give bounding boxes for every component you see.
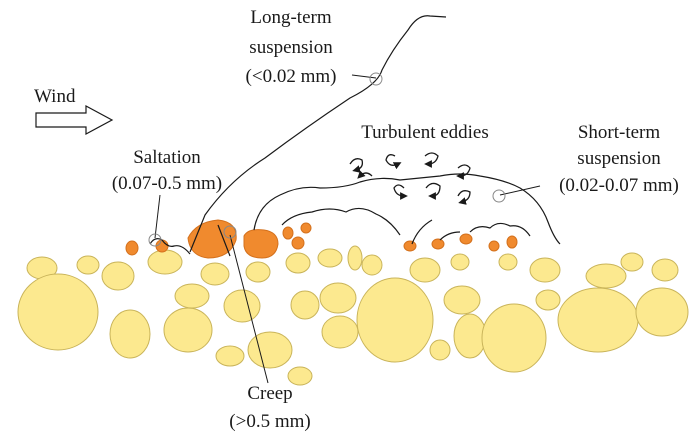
bed-grain — [636, 288, 688, 336]
short-term-suspension-path-outer — [254, 174, 560, 244]
bed-grain — [558, 288, 638, 352]
hop-path — [412, 220, 432, 244]
bed-grain — [348, 246, 362, 270]
saltating-grain — [292, 237, 304, 249]
bed-grain — [454, 314, 486, 358]
hop-path — [440, 232, 460, 240]
bed-grain — [322, 316, 358, 348]
bed-grain — [18, 274, 98, 350]
saltating-grain — [156, 240, 168, 252]
saltation-label-line1: Saltation — [102, 146, 232, 169]
bed-grain — [430, 340, 450, 360]
short-term-label-line2: suspension — [540, 147, 698, 170]
eddy-arrows — [350, 153, 470, 202]
eddy-icon — [394, 185, 404, 196]
short-term-suspension-path-inner — [282, 208, 400, 235]
callout-saltation — [155, 195, 160, 238]
eddy-icon — [360, 173, 372, 176]
bed-grain — [482, 304, 546, 372]
eddy-icon — [350, 159, 362, 170]
long-term-label-line2: suspension — [221, 36, 361, 59]
creep-grain — [244, 230, 278, 258]
bed-grain — [499, 254, 517, 270]
wind-label: Wind — [34, 85, 75, 108]
creep-label-line1: Creep — [210, 382, 330, 405]
saltating-grain — [507, 236, 517, 248]
bed-grain — [586, 264, 626, 288]
saltation-label-line2: (0.07-0.5 mm) — [102, 172, 232, 195]
bed-grain — [357, 278, 433, 362]
bed-grain — [286, 253, 310, 273]
eddy-icon — [426, 183, 440, 196]
turbulent-eddies-label: Turbulent eddies — [330, 121, 520, 144]
short-term-label-line1: Short-term — [540, 121, 698, 144]
bed-grain — [248, 332, 292, 368]
long-term-label-line1: Long-term — [221, 6, 361, 29]
short-term-label-line3: (0.02-0.07 mm) — [540, 174, 698, 197]
bed-grain — [110, 310, 150, 358]
creep-label-line2: (>0.5 mm) — [210, 410, 330, 433]
saltating-grain — [404, 241, 416, 251]
saltating-grain — [460, 234, 472, 244]
short-term-suspension-path-small — [470, 223, 530, 236]
bed-grain — [410, 258, 440, 282]
long-term-label-line3: (<0.02 mm) — [221, 65, 361, 88]
bed-grain — [318, 249, 342, 267]
eddy-icon — [386, 155, 398, 166]
bed-grain — [201, 263, 229, 285]
bed-grain — [148, 250, 182, 274]
eddy-icon — [458, 191, 470, 202]
bed-grain — [530, 258, 560, 282]
saltating-grain — [432, 239, 444, 249]
bed-grain — [291, 291, 319, 319]
wind-arrow-icon — [36, 106, 112, 134]
saltating-grain — [489, 241, 499, 251]
bed-grain — [536, 290, 560, 310]
bed-grain — [362, 255, 382, 275]
marker-short-term — [493, 190, 505, 202]
eddy-icon — [425, 153, 438, 164]
saltating-grain — [301, 223, 311, 233]
saltating-grain — [126, 241, 138, 255]
bed-grain — [175, 284, 209, 308]
bed-grain — [451, 254, 469, 270]
saltating-grain — [283, 227, 293, 239]
bed-grain — [102, 262, 134, 290]
bed-grain — [224, 290, 260, 322]
sediment-bed — [18, 246, 688, 385]
bed-grain — [164, 308, 212, 352]
bed-grain — [246, 262, 270, 282]
bed-grain — [652, 259, 678, 281]
marker-long-term — [370, 73, 382, 85]
bed-grain — [444, 286, 480, 314]
bed-grain — [621, 253, 643, 271]
bed-grain — [77, 256, 99, 274]
bed-grain — [320, 283, 356, 313]
bed-grain — [216, 346, 244, 366]
